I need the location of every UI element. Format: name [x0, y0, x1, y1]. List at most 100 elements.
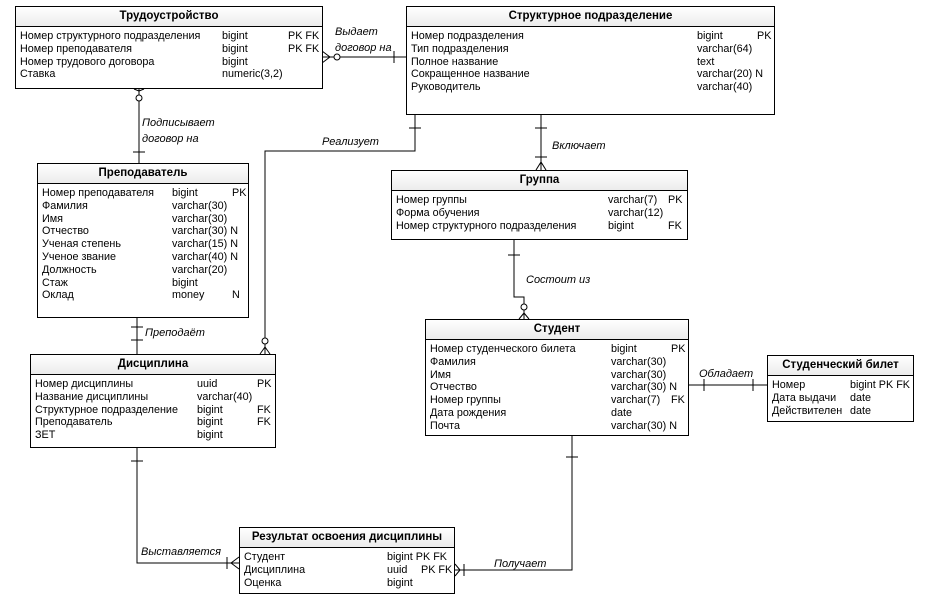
connector-group-student: [508, 240, 530, 320]
attribute-type: numeric(3,2): [222, 68, 283, 81]
attribute-type: bigint: [197, 416, 223, 429]
attribute-type: varchar(30): [611, 368, 667, 381]
relationship-label-includes: Включает: [552, 140, 606, 152]
attribute-row: Преподаватель bigint FK: [31, 416, 275, 429]
attribute-type: varchar(15) N: [172, 238, 238, 251]
attribute-name: Полное название: [411, 55, 499, 68]
attribute-type: varchar(40): [697, 81, 753, 94]
attribute-name: Дата выдачи: [772, 391, 837, 404]
attribute-name: Номер преподавателя: [42, 187, 155, 199]
attribute-type: bigint: [697, 30, 723, 42]
relationship-label-issues-contract: Выдает договор на: [335, 26, 392, 54]
attribute-name: Почта: [430, 419, 460, 432]
relationship-label-implements: Реализует: [322, 136, 379, 148]
relationship-label-teaches: Преподаёт: [145, 327, 205, 339]
attribute-key: FK: [668, 219, 682, 232]
attribute-type: date: [611, 406, 633, 419]
connector-disc-result: [131, 448, 240, 570]
attribute-name: Дисциплина: [244, 563, 306, 576]
attribute-name: Номер трудового договора: [20, 55, 155, 68]
attribute-row: Номер группы varchar(7) PK: [392, 194, 687, 207]
entity-teacher[interactable]: Преподаватель Номер преподавателя bigint P…: [37, 163, 249, 318]
attribute-name: Ученая степень: [42, 238, 121, 251]
entity-title: Дисциплина: [31, 355, 275, 375]
attribute-name: Номер подразделения: [411, 30, 524, 42]
attribute-row: Номер подразделения bigint PK: [407, 30, 774, 43]
attribute-key: PK: [232, 187, 247, 199]
attribute-key: FK: [671, 394, 685, 407]
entity-employment[interactable]: Трудоустройство Номер структурного подра…: [15, 6, 323, 89]
attribute-type: varchar(30) N: [172, 225, 238, 238]
attribute-key: N: [232, 289, 240, 302]
attribute-type: date: [850, 391, 872, 404]
attribute-type: bigint: [611, 343, 637, 355]
attribute-name: Номер студенческого билета: [430, 343, 576, 355]
attribute-key: PK FK: [288, 42, 320, 55]
attribute-type: bigint: [197, 429, 223, 442]
attribute-type: bigint: [222, 30, 248, 42]
attribute-name: Руководитель: [411, 81, 481, 94]
entity-title: Преподаватель: [38, 164, 248, 184]
attribute-key: PK: [668, 194, 683, 206]
attribute-name: Сокращенное название: [411, 68, 530, 81]
attribute-type: uuid: [197, 378, 218, 390]
attribute-name: Ставка: [20, 68, 56, 81]
attribute-type: bigint: [608, 219, 634, 232]
connector-trud-struct: [321, 50, 407, 64]
attribute-type: varchar(30) N: [611, 419, 677, 432]
attribute-key: PK: [757, 30, 772, 42]
connector-struct-disc: [259, 115, 421, 355]
attribute-row: Оценка bigint: [240, 577, 454, 590]
attribute-name: Действителен: [772, 404, 843, 417]
attribute-row: Номер преподавателя bigint PK: [38, 187, 248, 200]
attribute-type: varchar(20) N: [697, 68, 763, 81]
attribute-key: FK: [257, 416, 271, 429]
attribute-key: PK FK: [421, 563, 453, 576]
attribute-key: PK: [257, 378, 272, 390]
attribute-row: Дата рождения date: [426, 407, 688, 420]
attribute-row: Сокращенное название varchar(20) N: [407, 68, 774, 81]
entity-title: Группа: [392, 171, 687, 191]
entity-title: Результат освоения дисциплины: [240, 528, 454, 548]
attribute-type: money: [172, 289, 205, 302]
relationship-label-is-assigned: Выставляется: [141, 546, 221, 558]
attribute-name: Номер группы: [396, 194, 467, 206]
attribute-type: varchar(20): [172, 263, 228, 276]
attribute-name: Дата рождения: [430, 406, 507, 419]
attribute-key: FK: [257, 403, 271, 416]
attribute-name: Оценка: [244, 576, 282, 589]
attribute-type: bigint: [387, 576, 413, 589]
attribute-name: Номер структурного подразделения: [20, 30, 201, 42]
connector-student-result: [454, 436, 578, 577]
entity-structural-unit[interactable]: Структурное подразделение Номер подразде…: [406, 6, 775, 115]
attribute-type: bigint: [172, 187, 198, 199]
attribute-name: Преподаватель: [35, 416, 113, 429]
attribute-name: Номер преподавателя: [20, 42, 133, 55]
attribute-type: bigint PK FK: [850, 379, 911, 391]
attribute-type: varchar(7): [608, 194, 658, 206]
